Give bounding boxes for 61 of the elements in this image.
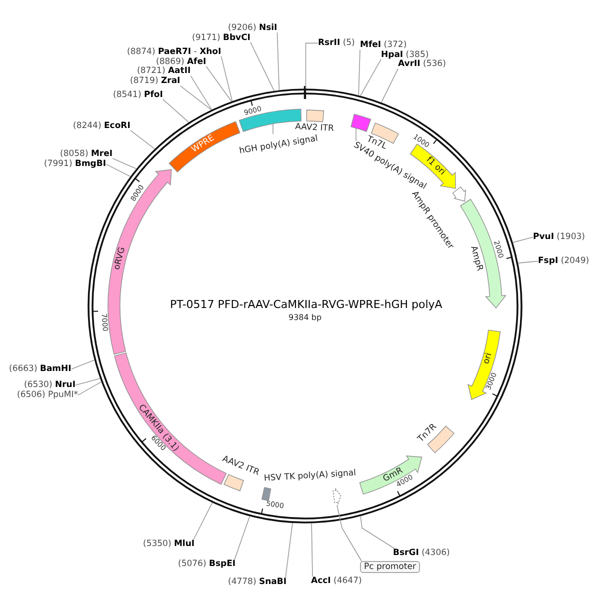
leader-line xyxy=(70,360,95,370)
feature-label: ori xyxy=(482,352,495,366)
restriction-site-label: AccI (4647) xyxy=(311,576,362,586)
leader-line xyxy=(512,236,534,243)
leader-line xyxy=(180,85,212,110)
leader-line xyxy=(360,58,382,96)
restriction-site-label: FspI (2049) xyxy=(538,256,590,266)
leader-line xyxy=(112,158,137,170)
leader-line xyxy=(380,68,398,103)
leader-line xyxy=(285,522,293,578)
callout-label: Pc promoter xyxy=(360,561,420,574)
feature-label: f1 ori xyxy=(424,156,447,178)
leader-line xyxy=(518,260,538,264)
restriction-site-label: (8719) ZraI xyxy=(130,77,180,86)
restriction-site-label: (9206) NsiI xyxy=(228,24,278,33)
plasmid-title: PT-0517 PFD-rAAV-CaMKIIa-RVG-WPRE-hGH polyA xyxy=(170,299,442,312)
restriction-site-label: (8721) AatII xyxy=(137,67,191,76)
feature-label: oRVG xyxy=(112,246,128,271)
plasmid-size: 9384 bp xyxy=(288,314,322,322)
restriction-site-label: (8869) AfeI xyxy=(156,58,206,67)
leader-line xyxy=(272,123,274,134)
leader-line xyxy=(360,516,395,549)
restriction-site-label: AvrII (536) xyxy=(398,60,446,70)
restriction-site-label: (8541) PfoI xyxy=(113,90,163,100)
restriction-site-label: (4778) SnaBI xyxy=(228,578,287,587)
leader-line xyxy=(162,98,190,123)
restriction-site-label: (9171) BbvCI xyxy=(192,34,250,43)
leader-line xyxy=(190,75,212,110)
restriction-site-label: (5076) BspEI xyxy=(178,560,236,569)
restriction-site-label: (8244) EcoRI xyxy=(73,122,130,131)
restriction-site-label: (8874) PaeR7I - XhoI xyxy=(127,48,222,57)
restriction-site-label: (6530) NruI xyxy=(24,380,76,390)
leader-line xyxy=(220,56,233,102)
restriction-site-label: (6663) BamHI xyxy=(9,364,72,374)
restriction-site-label: MfeI (372) xyxy=(360,41,407,50)
feature-label: AAV2 ITR xyxy=(220,455,260,478)
restriction-site-label: BsrGI (4306) xyxy=(393,548,450,558)
leader-line xyxy=(193,502,213,540)
feature-label: AAV2 ITR xyxy=(294,122,334,134)
leader-line xyxy=(311,522,313,577)
feature-label: AmpR xyxy=(468,244,484,272)
feature-label: hGH poly(A) signal xyxy=(239,134,320,156)
leader-line xyxy=(75,378,100,386)
restriction-site-label: HpaI (385) xyxy=(381,50,429,60)
restriction-site-label: (5350) MluI xyxy=(143,540,195,549)
leader-line xyxy=(276,32,280,91)
restriction-site-label: PvuI (1903) xyxy=(533,232,585,242)
leader-line xyxy=(206,66,232,102)
restriction-site-label: (8058) MreI xyxy=(60,150,113,159)
leader-line xyxy=(106,164,131,177)
leader-line xyxy=(78,381,102,396)
restriction-site-label: (6506) PpuMI* xyxy=(17,390,78,400)
leader-line xyxy=(358,49,360,96)
restriction-site-label: (7991) BmgBI xyxy=(44,160,106,169)
leader-line xyxy=(234,516,250,560)
restriction-site-label: RsrII (5) xyxy=(318,38,355,48)
leader-line xyxy=(336,504,362,562)
feature-label: HSV TK poly(A) signal xyxy=(264,470,356,485)
leader-line xyxy=(130,130,156,150)
leader-line xyxy=(250,42,274,92)
leader-line xyxy=(305,42,318,89)
